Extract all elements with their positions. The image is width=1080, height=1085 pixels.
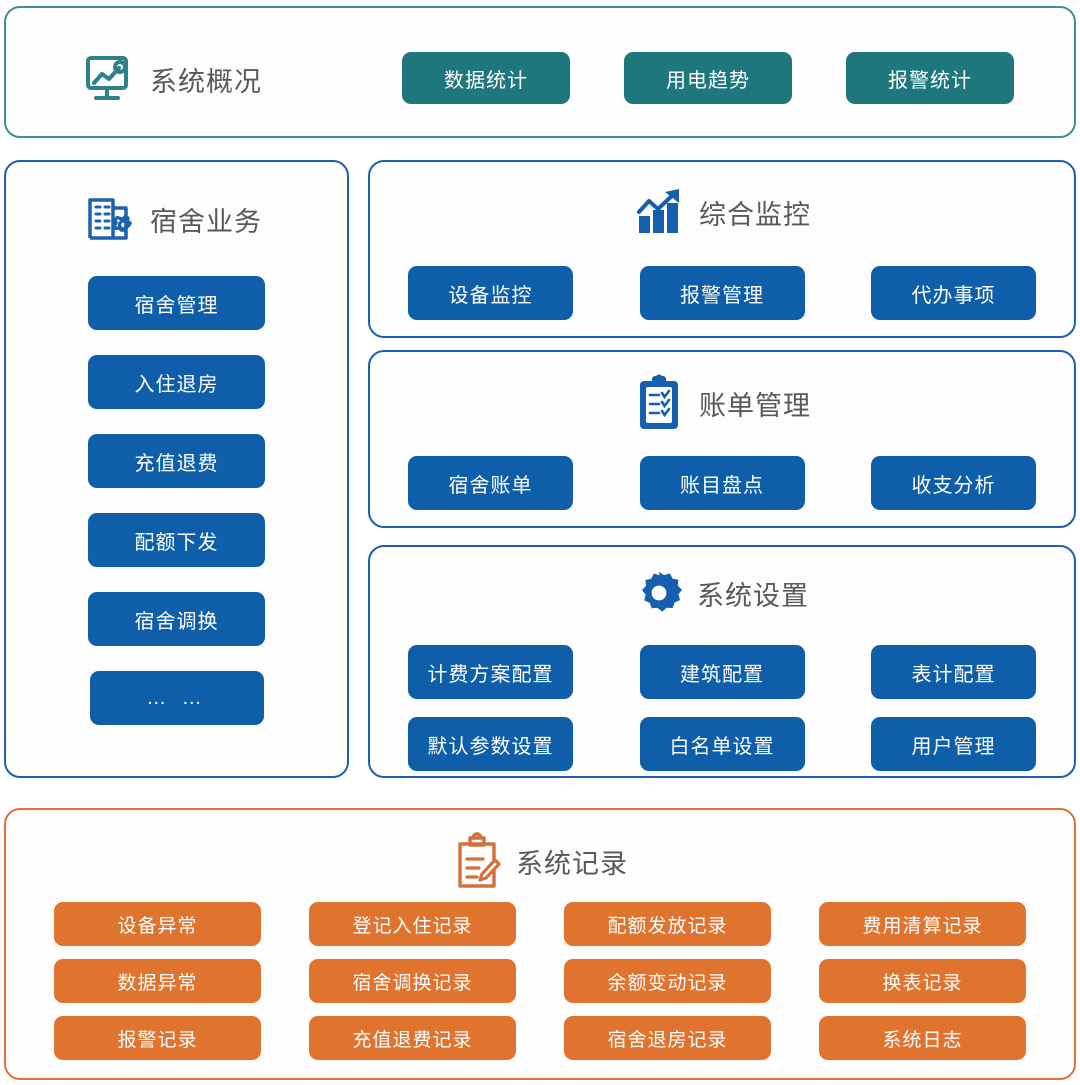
- billing-button-income-expense-analysis[interactable]: 收支分析: [871, 456, 1036, 510]
- dormitory-title: 宿舍业务: [150, 206, 262, 237]
- dormitory-button-group: 宿舍管理 入住退房 充值退费 配额下发 宿舍调换 … …: [6, 276, 347, 725]
- clipboard-pencil-icon: [452, 832, 502, 890]
- clipboard-check-icon: [633, 374, 685, 432]
- billing-heading: 账单管理: [370, 374, 1074, 432]
- settings-button-user-management[interactable]: 用户管理: [871, 717, 1036, 771]
- records-button-data-exception[interactable]: 数据异常: [54, 959, 261, 1003]
- overview-button-group: 数据统计 用电趋势 报警统计: [402, 52, 1014, 104]
- records-button-dorm-swap-record[interactable]: 宿舍调换记录: [309, 959, 516, 1003]
- records-button-group: 设备异常 登记入住记录 配额发放记录 费用清算记录 数据异常 宿舍调换记录 余额…: [54, 902, 1026, 1060]
- records-button-fee-settlement-record[interactable]: 费用清算记录: [819, 902, 1026, 946]
- settings-button-group: 计费方案配置 建筑配置 表计配置 默认参数设置 白名单设置 用户管理: [408, 645, 1036, 771]
- overview-button-power-trend[interactable]: 用电趋势: [624, 52, 792, 104]
- records-button-quota-issue-record[interactable]: 配额发放记录: [564, 902, 771, 946]
- gear-icon: [635, 569, 683, 617]
- overview-title: 系统概况: [150, 66, 262, 97]
- records-button-meter-change-record[interactable]: 换表记录: [819, 959, 1026, 1003]
- dormitory-section: 宿舍业务 宿舍管理 入住退房 充值退费 配额下发 宿舍调换 … …: [4, 160, 349, 778]
- monitor-chart-icon: [82, 52, 136, 106]
- overview-heading: 系统概况: [82, 52, 262, 106]
- dormitory-button-quota-issue[interactable]: 配额下发: [88, 513, 265, 567]
- records-section: 系统记录 设备异常 登记入住记录 配额发放记录 费用清算记录 数据异常 宿舍调换…: [4, 808, 1076, 1080]
- records-title: 系统记录: [516, 848, 628, 879]
- records-button-recharge-refund-record[interactable]: 充值退费记录: [309, 1016, 516, 1060]
- billing-button-account-check[interactable]: 账目盘点: [639, 456, 805, 510]
- records-button-device-exception[interactable]: 设备异常: [54, 902, 261, 946]
- dormitory-button-more[interactable]: … …: [89, 671, 264, 725]
- dormitory-button-recharge-refund[interactable]: 充值退费: [88, 434, 265, 488]
- records-button-system-log[interactable]: 系统日志: [819, 1016, 1026, 1060]
- records-button-alarm-record[interactable]: 报警记录: [54, 1016, 261, 1060]
- settings-title: 系统设置: [697, 580, 809, 611]
- overview-button-alarm-stats[interactable]: 报警统计: [846, 52, 1014, 104]
- monitoring-button-group: 设备监控 报警管理 代办事项: [408, 266, 1036, 320]
- records-button-checkin-record[interactable]: 登记入住记录: [309, 902, 516, 946]
- settings-button-whitelist[interactable]: 白名单设置: [639, 717, 805, 771]
- records-button-balance-change-record[interactable]: 余额变动记录: [564, 959, 771, 1003]
- dormitory-button-dorm-swap[interactable]: 宿舍调换: [88, 592, 265, 646]
- billing-section: 账单管理 宿舍账单 账目盘点 收支分析: [368, 350, 1076, 528]
- records-heading: 系统记录: [6, 832, 1074, 890]
- monitoring-heading: 综合监控: [370, 186, 1074, 238]
- overview-section: 系统概况 数据统计 用电趋势 报警统计: [4, 6, 1076, 138]
- monitoring-button-device-monitor[interactable]: 设备监控: [408, 266, 573, 320]
- bar-chart-arrow-icon: [633, 186, 685, 238]
- dormitory-button-checkin-checkout[interactable]: 入住退房: [88, 355, 265, 409]
- billing-button-dorm-bill[interactable]: 宿舍账单: [408, 456, 573, 510]
- dormitory-heading: 宿舍业务: [82, 192, 262, 246]
- billing-button-group: 宿舍账单 账目盘点 收支分析: [408, 456, 1036, 510]
- settings-section: 系统设置 计费方案配置 建筑配置 表计配置 默认参数设置 白名单设置 用户管理: [368, 545, 1076, 778]
- settings-button-meter-config[interactable]: 表计配置: [871, 645, 1036, 699]
- monitoring-section: 综合监控 设备监控 报警管理 代办事项: [368, 160, 1076, 338]
- monitoring-button-todo-items[interactable]: 代办事项: [871, 266, 1036, 320]
- monitoring-title: 综合监控: [699, 199, 811, 230]
- records-button-checkout-record[interactable]: 宿舍退房记录: [564, 1016, 771, 1060]
- settings-button-default-params[interactable]: 默认参数设置: [408, 717, 573, 771]
- monitoring-button-alarm-management[interactable]: 报警管理: [639, 266, 805, 320]
- dormitory-button-dorm-management[interactable]: 宿舍管理: [88, 276, 265, 330]
- building-gear-icon: [82, 192, 136, 246]
- settings-button-billing-scheme-config[interactable]: 计费方案配置: [408, 645, 573, 699]
- settings-heading: 系统设置: [370, 569, 1074, 617]
- billing-title: 账单管理: [699, 390, 811, 421]
- settings-button-building-config[interactable]: 建筑配置: [639, 645, 805, 699]
- overview-button-data-stats[interactable]: 数据统计: [402, 52, 570, 104]
